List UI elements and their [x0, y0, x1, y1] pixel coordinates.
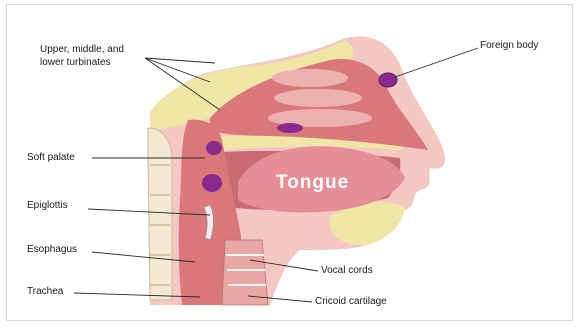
larynx — [222, 240, 268, 305]
foreign-body-soft-palate — [206, 141, 222, 155]
label-vocal-cords: Vocal cords — [321, 265, 373, 277]
cervical-spine — [148, 128, 172, 300]
foreign-body-turbinate — [277, 123, 303, 133]
label-turbinates-line1: Upper, middle, and — [40, 44, 124, 56]
middle-turbinate — [274, 89, 362, 107]
label-epiglottis: Epiglottis — [27, 200, 68, 212]
label-esophagus: Esophagus — [27, 244, 77, 256]
label-trachea: Trachea — [27, 286, 63, 298]
foreign-body-pharynx — [202, 174, 222, 192]
label-foreign-body: Foreign body — [480, 40, 538, 52]
label-cricoid-cartilage: Cricoid cartilage — [315, 296, 387, 308]
label-tongue: Tongue — [276, 172, 349, 194]
foreign-body-nose — [379, 73, 397, 87]
label-soft-palate: Soft palate — [27, 152, 75, 164]
label-turbinates-line2: lower turbinates — [40, 57, 111, 69]
upper-turbinate — [272, 69, 348, 87]
